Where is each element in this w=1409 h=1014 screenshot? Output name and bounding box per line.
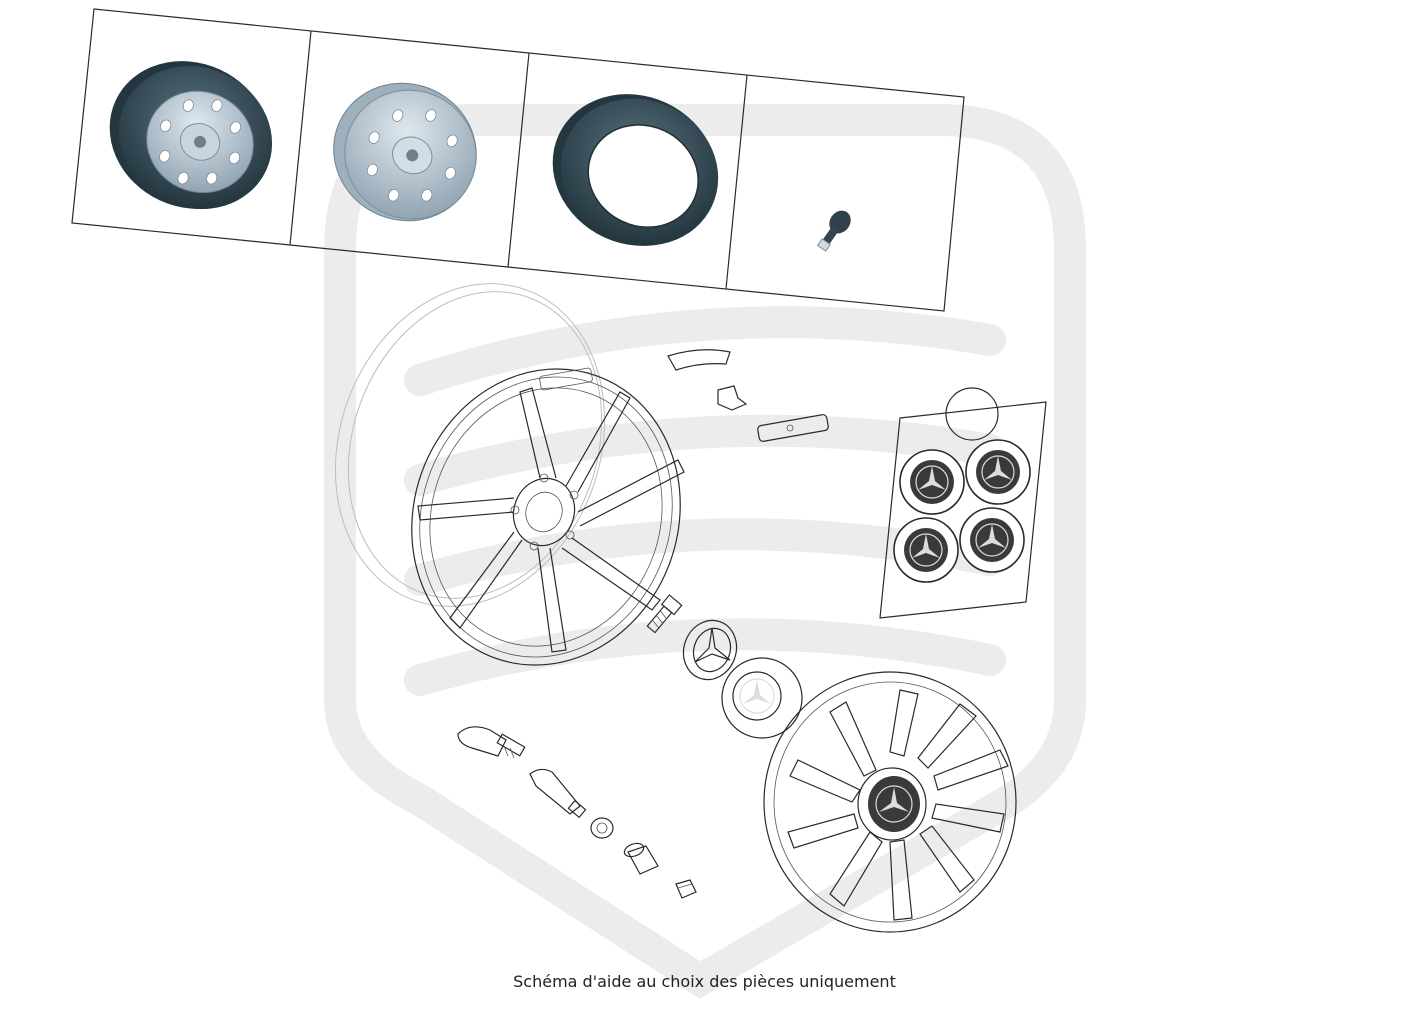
caption: Schéma d'aide au choix des pièces unique… [513, 972, 896, 991]
valve-stem-icon[interactable] [529, 768, 587, 819]
valve-icon[interactable] [813, 206, 855, 254]
valve-nut-icon[interactable] [590, 817, 614, 839]
watermark-logo [324, 104, 1086, 999]
wheel-with-tire-icon[interactable] [85, 35, 296, 236]
steel-rim-icon[interactable] [311, 60, 499, 244]
wheel-cover-icon[interactable] [763, 671, 1017, 933]
top-parts-panel [71, 8, 965, 312]
balance-weight-icon[interactable] [667, 349, 829, 442]
flat-center-cap-icon[interactable] [721, 657, 803, 739]
tire-icon[interactable] [528, 67, 744, 273]
tpms-sensor-icon[interactable] [457, 726, 526, 759]
alloy-wheel-icon[interactable] [291, 245, 721, 703]
center-cap-icon[interactable] [675, 613, 744, 687]
wheel-bolt-icon[interactable] [645, 594, 683, 634]
valve-cap-icon[interactable] [623, 841, 697, 899]
hub-cap-set-icon[interactable] [879, 387, 1047, 619]
